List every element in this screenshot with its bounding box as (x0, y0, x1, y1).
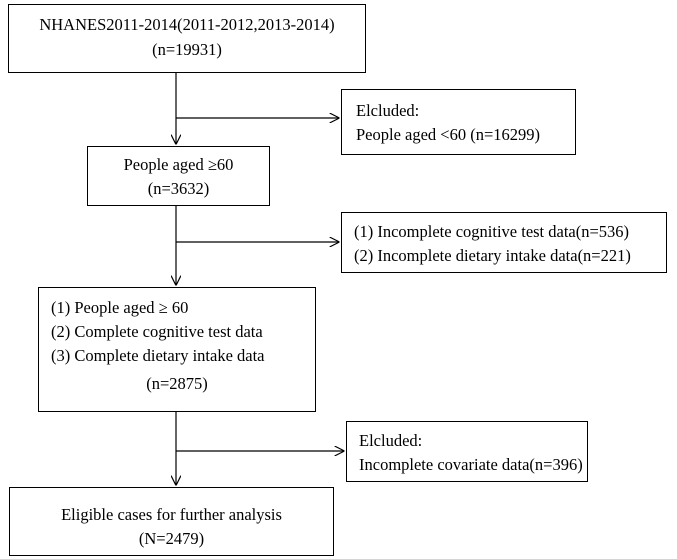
inclusion-criteria-box: (1) People aged ≥ 60 (2) Complete cognit… (38, 287, 316, 412)
exclusion-box-3: Elcluded: Incomplete covariate data(n=39… (346, 421, 588, 482)
final-sample-count: (N=2479) (138, 529, 205, 548)
criteria-item-3: (3) Complete dietary intake data (51, 346, 265, 365)
age-filter-count: (n=3632) (147, 179, 210, 198)
criteria-count: (n=2875) (146, 374, 208, 393)
exclusion-1-heading: Elcluded: (356, 101, 420, 120)
exclusion-3-heading: Elcluded: (359, 431, 423, 450)
criteria-item-2: (2) Complete cognitive test data (51, 322, 263, 341)
exclusion-box-1: Elcluded: People aged <60 (n=16299) (341, 89, 576, 155)
exclusion-1-detail: People aged <60 (n=16299) (356, 125, 541, 144)
source-title: NHANES2011-2014(2011-2012,2013-2014) (39, 15, 335, 34)
exclusion-2-item-1: (1) Incomplete cognitive test data(n=536… (354, 222, 630, 241)
final-sample-title: Eligible cases for further analysis (61, 505, 282, 524)
age-filter-box: People aged ≥60 (n=3632) (87, 146, 270, 206)
source-count: (n=19931) (152, 40, 222, 59)
exclusion-box-2: (1) Incomplete cognitive test data(n=536… (341, 212, 667, 273)
source-population-box: NHANES2011-2014(2011-2012,2013-2014) (n=… (8, 4, 366, 73)
final-sample-box: Eligible cases for further analysis (N=2… (9, 487, 334, 556)
age-filter-title: People aged ≥60 (123, 155, 234, 174)
exclusion-3-detail: Incomplete covariate data(n=396) (359, 455, 583, 474)
exclusion-2-item-2: (2) Incomplete dietary intake data(n=221… (354, 246, 631, 265)
criteria-item-1: (1) People aged ≥ 60 (51, 298, 189, 317)
